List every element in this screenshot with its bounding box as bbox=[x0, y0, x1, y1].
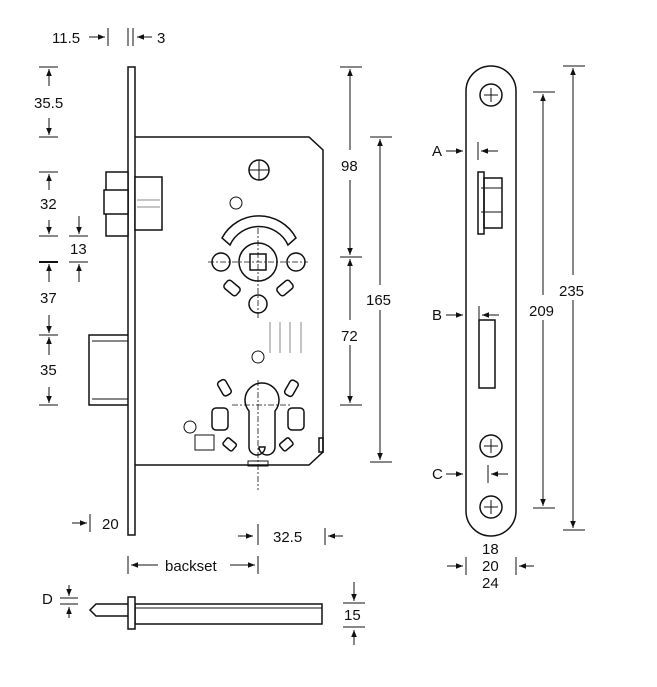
dim-top-to-latch: 35.5 bbox=[34, 95, 63, 112]
screw-icon bbox=[479, 83, 503, 107]
dim-lower-height: 72 bbox=[341, 328, 358, 345]
label-a: A bbox=[432, 143, 442, 160]
screw-icon bbox=[479, 495, 503, 519]
screw-icon bbox=[229, 196, 243, 210]
screw-icon bbox=[479, 434, 503, 458]
side-view: 11.5 3 35.5 32 13 37 35 20 32.5 bbox=[34, 28, 392, 575]
dim-bolt-height: 35 bbox=[40, 362, 57, 379]
dim-screw-spacing: 209 bbox=[529, 303, 554, 320]
dim-faceplate-thickness: 3 bbox=[157, 30, 165, 47]
latch-front bbox=[477, 171, 503, 235]
dim-depth: 15 bbox=[344, 607, 361, 624]
dim-width-18: 18 bbox=[482, 541, 499, 558]
dim-backset: backset bbox=[165, 558, 218, 575]
handle-follower bbox=[208, 159, 308, 318]
dim-case-edge: 32.5 bbox=[273, 529, 302, 546]
faceplate-side bbox=[127, 66, 136, 536]
screw-icon bbox=[183, 420, 197, 434]
dim-latch-height: 32 bbox=[40, 196, 57, 213]
bolt-slot bbox=[478, 319, 496, 389]
cylinder-cutout bbox=[183, 378, 305, 490]
dim-plate-height: 235 bbox=[559, 283, 584, 300]
label-d: D bbox=[42, 591, 53, 608]
latch-bolt bbox=[103, 171, 163, 237]
dim-width-20: 20 bbox=[482, 558, 499, 575]
label-b: B bbox=[432, 307, 442, 324]
faceplate-front bbox=[465, 65, 517, 537]
dim-faceplate-offset: 11.5 bbox=[52, 30, 80, 47]
dim-latch-to-bolt: 37 bbox=[40, 290, 57, 307]
dead-bolt bbox=[88, 334, 128, 406]
vent-lines bbox=[269, 322, 302, 353]
lock-case bbox=[135, 136, 324, 466]
front-view: A B C 209 235 18 20 24 bbox=[432, 65, 585, 592]
dim-latch-gap: 13 bbox=[70, 241, 87, 258]
dim-upper-height: 98 bbox=[341, 158, 358, 175]
dim-bolt-throw: 20 bbox=[102, 516, 119, 533]
dim-case-height: 165 bbox=[366, 292, 391, 309]
dim-width-24: 24 bbox=[482, 575, 499, 592]
label-c: C bbox=[432, 466, 443, 483]
bottom-view: D 15 bbox=[42, 582, 365, 645]
screw-icon bbox=[251, 350, 265, 364]
